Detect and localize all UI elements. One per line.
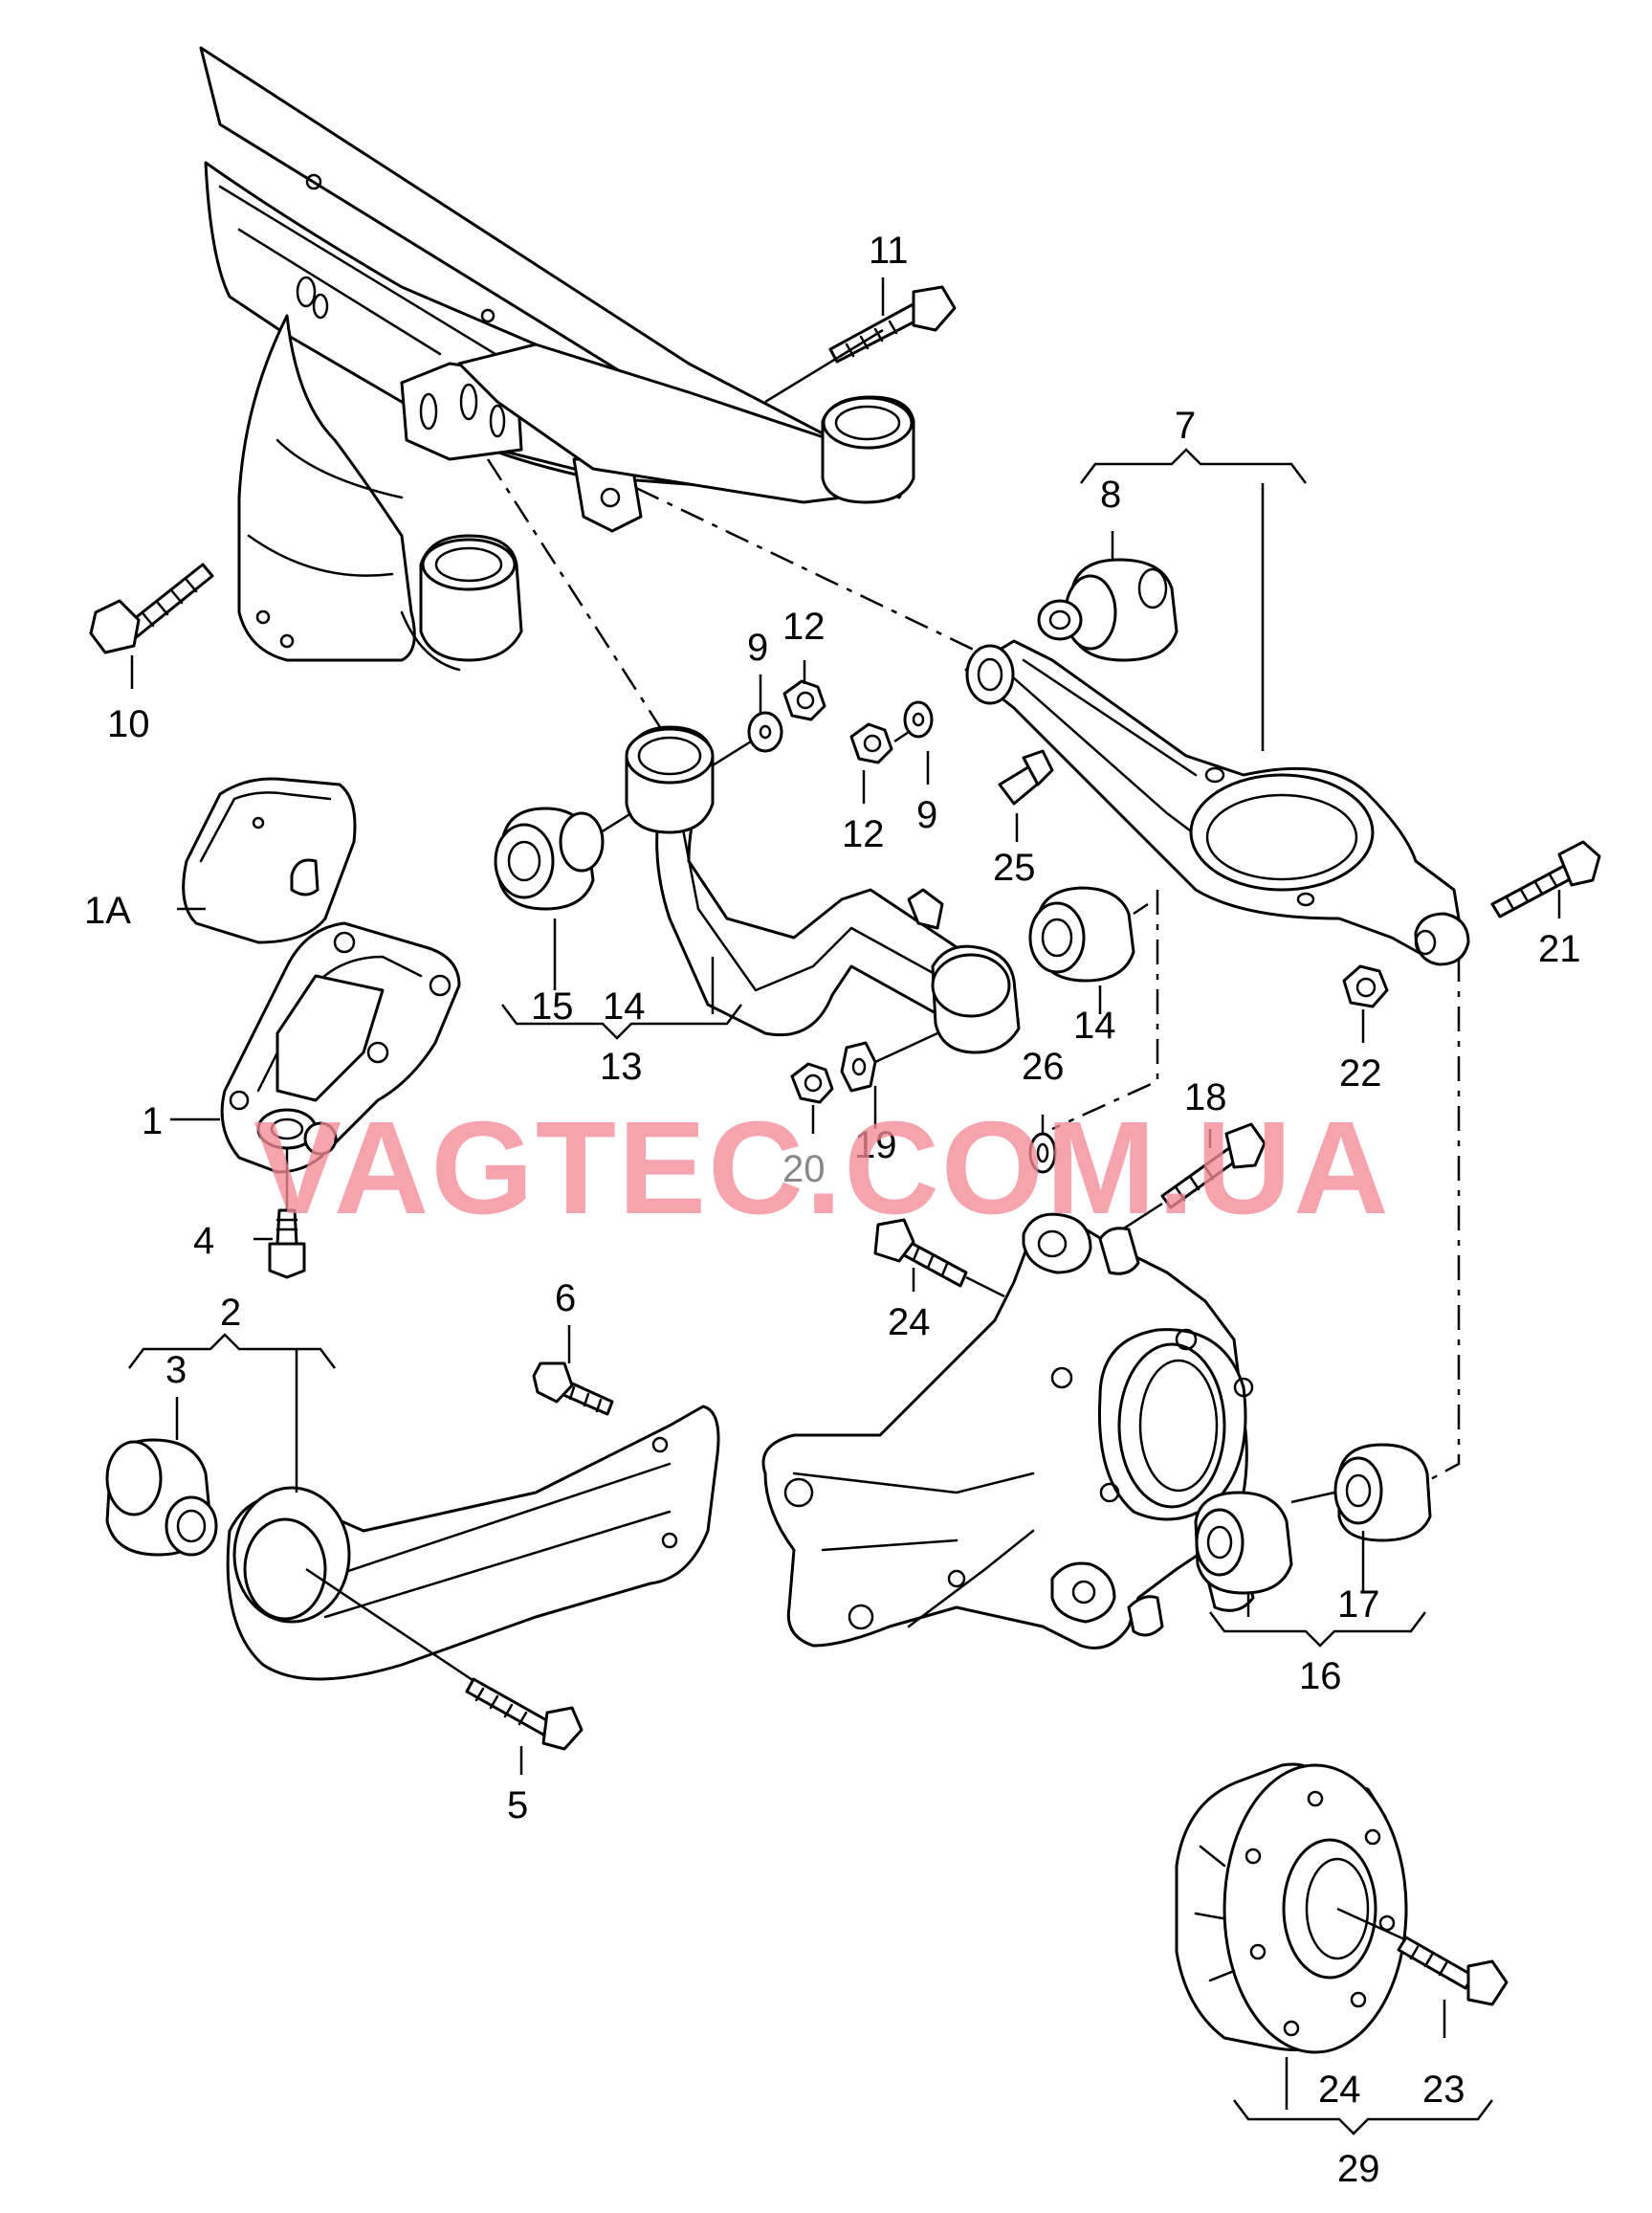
nut-12b xyxy=(849,722,893,764)
callout-23: 23 xyxy=(1422,2069,1465,2111)
callout-19: 19 xyxy=(854,1124,897,1166)
callout-25: 25 xyxy=(993,847,1036,889)
callout-1a: 1A xyxy=(84,890,131,932)
callout-13: 13 xyxy=(600,1046,643,1088)
bush-8 xyxy=(1037,558,1178,662)
bush-16 xyxy=(1194,1491,1293,1595)
callout-4: 4 xyxy=(193,1220,214,1262)
callout-16: 16 xyxy=(1299,1655,1342,1697)
washer-9b xyxy=(903,700,934,739)
wheel-hub-29 xyxy=(1175,1762,1408,2054)
callout-20: 20 xyxy=(782,1148,826,1190)
callout-1: 1 xyxy=(142,1100,163,1142)
callout-2: 2 xyxy=(220,1292,241,1334)
group-brackets xyxy=(128,448,1493,2136)
bolt-25 xyxy=(998,749,1054,806)
bolt-6 xyxy=(532,1361,614,1416)
callout-12a: 12 xyxy=(782,606,826,648)
trailing-arm-2 xyxy=(226,1405,720,1681)
bolt-5 xyxy=(305,1567,584,1751)
callout-15: 15 xyxy=(531,985,574,1028)
centerline-subframe-to-arm-13 xyxy=(486,458,662,728)
wheel-knuckle xyxy=(761,1212,1289,1649)
bolt-21 xyxy=(1490,840,1601,918)
bush-15 xyxy=(494,807,632,911)
bolt-4 xyxy=(268,1148,306,1279)
bolt-23 xyxy=(1336,1907,1509,2006)
bolt-18 xyxy=(1099,1122,1267,1246)
callout-12b: 12 xyxy=(842,813,885,855)
callout-11: 11 xyxy=(869,230,909,272)
callout-18: 18 xyxy=(1184,1076,1227,1118)
callout-labels: 11 7 8 10 9 12 12 9 25 1A 21 15 14 14 13… xyxy=(84,230,1581,2190)
callout-6: 6 xyxy=(555,1277,576,1319)
nut-20 xyxy=(790,1062,834,1104)
nut-22 xyxy=(1342,964,1389,1008)
callout-8: 8 xyxy=(1100,474,1121,516)
lower-arm-7 xyxy=(964,639,1470,966)
watermark-text: VAGTEC.COM.UA xyxy=(253,1095,1391,1242)
callout-17: 17 xyxy=(1337,1583,1380,1626)
centerline-subframe-to-arm-7 xyxy=(635,486,977,653)
washer-26 xyxy=(1028,1132,1057,1174)
callout-26: 26 xyxy=(1022,1046,1065,1088)
callout-22: 22 xyxy=(1339,1052,1382,1095)
centerline-arm-7-to-bush-17 xyxy=(1405,957,1461,1494)
callout-10: 10 xyxy=(107,703,150,745)
bush-17 xyxy=(1290,1443,1432,1542)
bush-14 xyxy=(1028,886,1149,983)
washer-19 xyxy=(840,1041,877,1093)
mount-bracket-1 xyxy=(220,921,461,1174)
nut-12a xyxy=(782,679,826,721)
callout-29: 29 xyxy=(1337,2148,1380,2190)
callout-14b: 14 xyxy=(1073,1005,1116,1047)
upper-arm-13 xyxy=(625,725,1021,1054)
bolt-24a xyxy=(873,1218,1005,1298)
callout-24a: 24 xyxy=(888,1301,931,1343)
leader-lines xyxy=(130,277,1561,2110)
callout-3: 3 xyxy=(165,1349,187,1391)
bolt-10 xyxy=(89,563,214,654)
callout-14a: 14 xyxy=(603,985,646,1028)
callout-9b: 9 xyxy=(916,794,937,836)
callout-24b: 24 xyxy=(1318,2069,1361,2111)
rear-subframe xyxy=(199,46,915,672)
callout-7: 7 xyxy=(1175,405,1196,447)
washer-9a xyxy=(747,711,783,753)
callout-21: 21 xyxy=(1538,928,1581,970)
callout-9a: 9 xyxy=(747,627,768,669)
callout-5: 5 xyxy=(507,1784,528,1826)
centerline-knuckle-to-arm-14 xyxy=(1051,890,1159,1131)
mount-cover-1a xyxy=(182,777,357,944)
bush-3 xyxy=(105,1438,218,1557)
